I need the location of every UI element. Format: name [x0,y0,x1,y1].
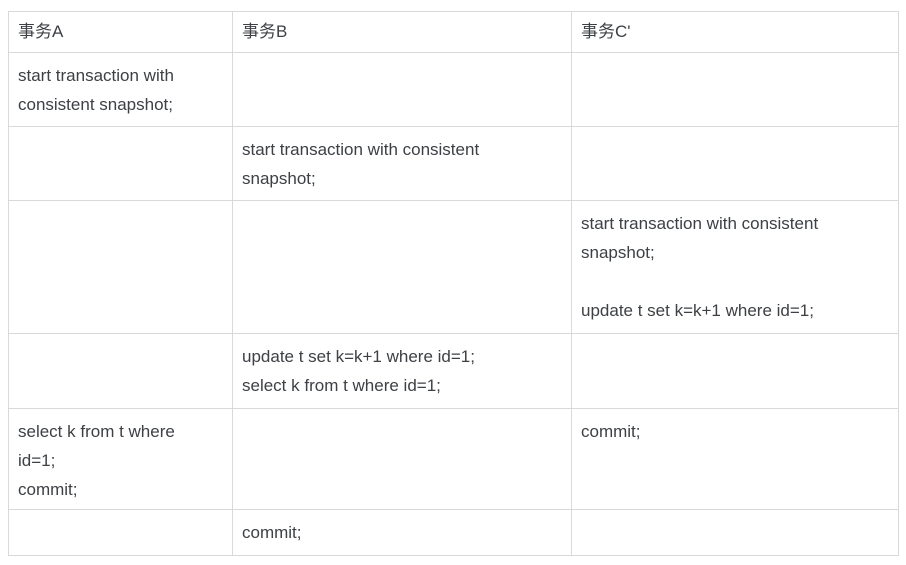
cell-text-line: update t set k=k+1 where id=1; [242,347,475,366]
cell-r2-tx-a [8,126,233,201]
cell-r5-tx-a: select k from t where id=1; commit; [8,408,233,510]
cell-text-line: commit; [242,523,302,542]
table-row: start transaction with consistent snapsho… [8,126,899,201]
table-header-row: 事务A 事务B 事务C' [8,11,899,53]
cell-text-line: start transaction with [18,66,174,85]
cell-r1-tx-b [232,52,572,127]
cell-r4-tx-c [571,333,899,409]
cell-text-line: start transaction with consistent [581,214,819,233]
cell-text-line: snapshot; [242,169,316,188]
cell-r5-tx-c: commit; [571,408,899,510]
cell-text-line [581,267,889,296]
cell-r1-tx-c [571,52,899,127]
header-cell-transaction-a: 事务A [8,11,233,53]
cell-text-line: snapshot; [581,243,655,262]
cell-r6-tx-b: commit; [232,509,572,556]
cell-r3-tx-a [8,200,233,334]
cell-r6-tx-c [571,509,899,556]
cell-text-line: select k from t where [18,422,175,441]
transaction-timeline-table: 事务A 事务B 事务C' start transaction with consi… [8,11,899,556]
cell-r2-tx-b: start transaction with consistent snapsho… [232,126,572,201]
cell-text-line: consistent snapshot; [18,95,173,114]
table-row: commit; [8,509,899,556]
cell-text-line: id=1; [18,451,56,470]
cell-r3-tx-b [232,200,572,334]
table-row: update t set k=k+1 where id=1; select k f… [8,333,899,409]
table-row: select k from t where id=1; commit; commit… [8,408,899,510]
cell-text-line: update t set k=k+1 where id=1; [581,301,814,320]
cell-text-line: commit; [18,480,78,499]
cell-text-line: commit; [581,422,641,441]
header-cell-transaction-c: 事务C' [571,11,899,53]
table-row: start transaction with consistent snapsho… [8,52,899,127]
table-row: start transaction with consistent snapsho… [8,200,899,334]
cell-r3-tx-c: start transaction with consistent snapsho… [571,200,899,334]
cell-text-line: start transaction with consistent [242,140,480,159]
cell-r1-tx-a: start transaction with consistent snapsho… [8,52,233,127]
header-cell-transaction-b: 事务B [232,11,572,53]
cell-r5-tx-b [232,408,572,510]
cell-r2-tx-c [571,126,899,201]
cell-r4-tx-a [8,333,233,409]
cell-r6-tx-a [8,509,233,556]
cell-r4-tx-b: update t set k=k+1 where id=1; select k f… [232,333,572,409]
cell-text-line: select k from t where id=1; [242,376,441,395]
